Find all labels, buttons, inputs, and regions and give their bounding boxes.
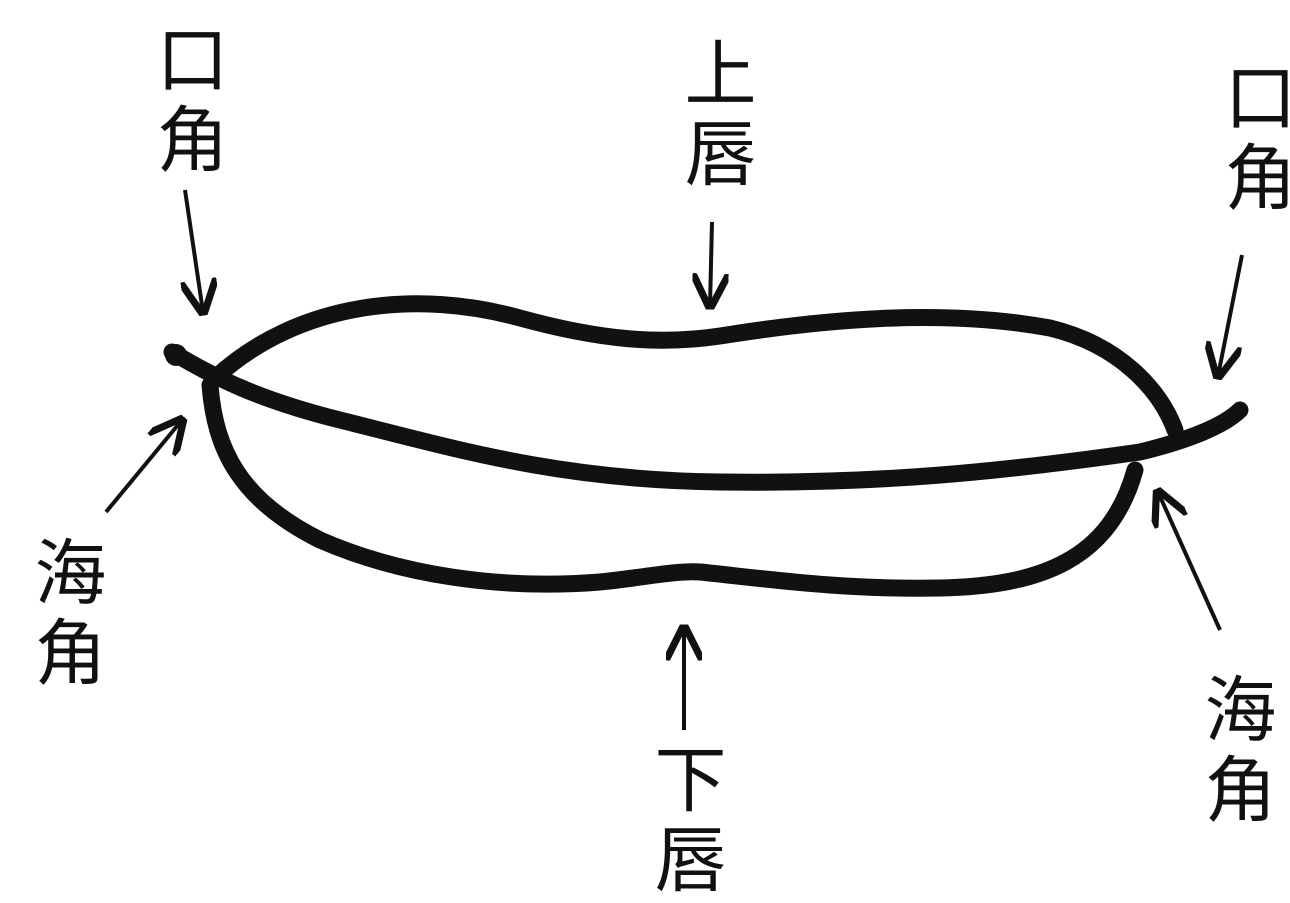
arrow-upper-lip [710,222,712,306]
mouth-line [172,352,1240,482]
label-mouth-corner-right: 口角 [1218,60,1290,220]
label-sea-corner-right: 海角 [1198,672,1270,832]
arrow-corner-right [1218,255,1242,376]
label-lower-lip: 下唇 [648,742,720,902]
label-upper-lip: 上唇 [678,36,750,196]
arrow-sea-left [106,420,182,512]
left-corner-dot [165,344,187,366]
upper-lip-outline [215,304,1175,430]
arrow-sea-right [1158,492,1220,630]
label-sea-corner-left: 海角 [28,535,100,695]
label-mouth-corner-left: 口角 [150,22,222,182]
arrow-corner-left [185,190,203,312]
